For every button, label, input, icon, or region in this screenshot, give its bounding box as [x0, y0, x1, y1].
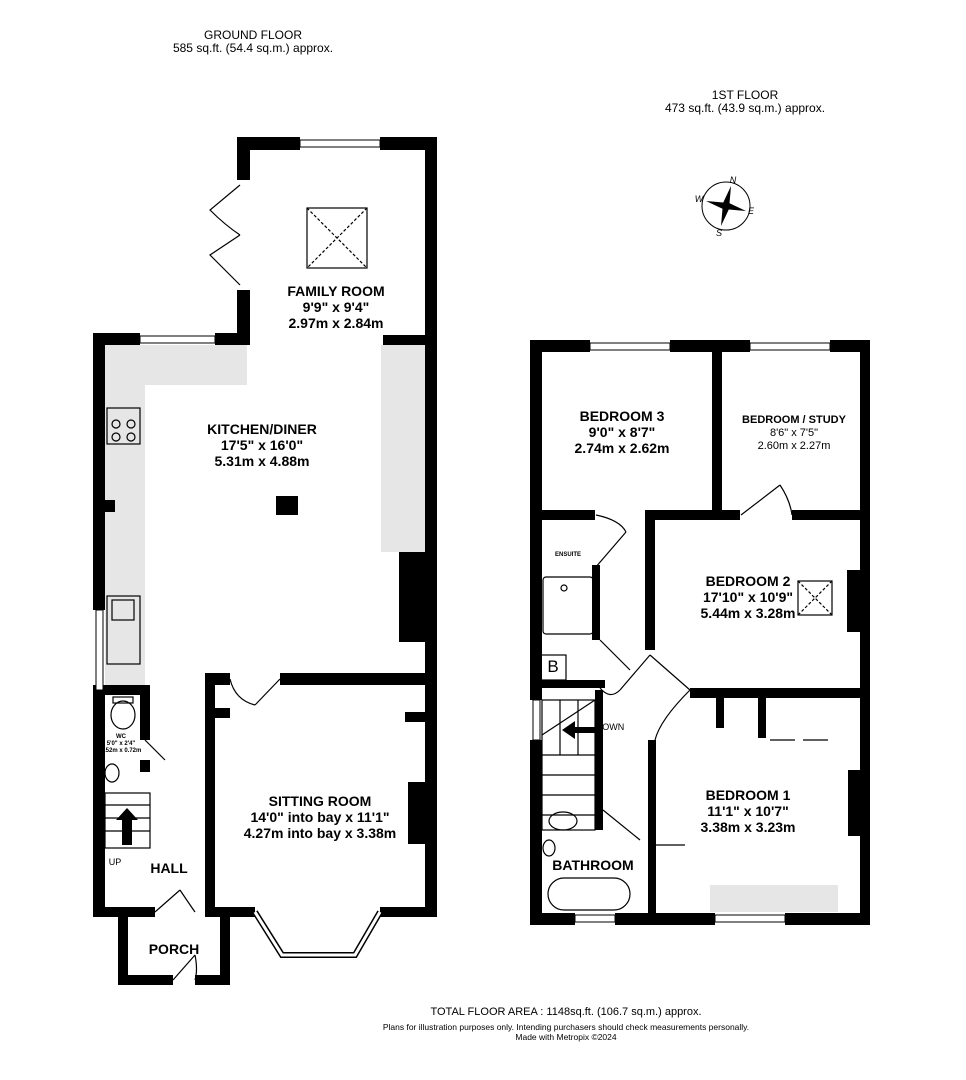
stairs [104, 792, 151, 849]
kitchen-counter [105, 345, 247, 385]
doors [540, 484, 833, 911]
sitting-room-label: SITTING ROOM 14'0" into bay x 11'1" 4.27… [243, 793, 397, 841]
window [95, 609, 104, 691]
study-label: BEDROOM / STUDY 8'6" x 7'5" 2.60m x 2.27… [742, 414, 846, 452]
bathroom-label: BATHROOM [552, 857, 634, 873]
fitted-wardrobe [710, 885, 838, 912]
doors [104, 184, 368, 981]
basin-icon [542, 839, 556, 857]
window [714, 914, 786, 923]
window [589, 342, 671, 351]
ground-floor-title: GROUND FLOOR [203, 28, 303, 42]
boiler-box [540, 654, 567, 681]
basin-icon [104, 763, 120, 783]
credit: Made with Metropix ©2024 [515, 1032, 617, 1042]
bath-icon [547, 877, 631, 911]
bedroom2-label: BEDROOM 2 17'10" x 10'9" 5.44m x 3.28m [700, 573, 796, 621]
window [299, 139, 381, 148]
walls [93, 137, 437, 985]
kitchen-counter [381, 345, 425, 552]
stairs-up-label: UP [108, 857, 122, 867]
disclaimer: Plans for illustration purposes only. In… [382, 1022, 750, 1032]
first-floor-title: 1ST FLOOR [711, 88, 779, 102]
compass-e: E [747, 206, 755, 216]
ensuite-label: ENSUITE [554, 552, 582, 558]
walls [530, 340, 870, 925]
stairs [541, 699, 596, 831]
family-room-label: FAMILY ROOM 9'9" x 9'4" 2.97m x 2.84m [287, 283, 385, 331]
stairs-up-arrow-icon [116, 808, 138, 845]
bedroom1-label: BEDROOM 1 11'1" x 10'7" 3.38m x 3.23m [700, 787, 796, 835]
window [532, 699, 541, 741]
compass-icon [701, 181, 751, 231]
boiler-label: B [547, 657, 559, 676]
compass-w: W [694, 194, 704, 204]
total-floor-area: TOTAL FLOOR AREA : 1148sq.ft. (106.7 sq.… [430, 1006, 702, 1018]
kitchen-label: KITCHEN/DINER 17'5" x 16'0" 5.31m x 4.88… [207, 421, 317, 469]
hob-icon [106, 407, 141, 445]
shower-icon [542, 576, 594, 635]
window [749, 342, 831, 351]
bedroom3-label: BEDROOM 3 9'0" x 8'7" 2.74m x 2.62m [574, 408, 670, 456]
hall-label: HALL [150, 860, 188, 876]
stairs-down-label: DOWN [595, 722, 625, 732]
ground-floor-area: 585 sq.ft. (54.4 sq.m.) approx. [172, 41, 334, 55]
bay-window [252, 910, 383, 958]
window [574, 914, 616, 923]
stairs-down-arrow-icon [562, 721, 595, 739]
first-floor-area: 473 sq.ft. (43.9 sq.m.) approx. [664, 101, 826, 115]
first-floor-plan [530, 340, 870, 925]
porch-label: PORCH [148, 941, 200, 957]
compass-s: S [715, 228, 723, 238]
kitchen-counter [105, 345, 145, 690]
wc-label: WC 5'0" x 2'4" 1.52m x 0.72m [100, 734, 142, 754]
window [139, 335, 216, 344]
sink-icon [106, 595, 141, 665]
ground-floor-plan [93, 137, 437, 985]
toilet-icon [110, 700, 136, 730]
toilet-icon [548, 811, 578, 831]
compass-n: N [729, 175, 737, 185]
